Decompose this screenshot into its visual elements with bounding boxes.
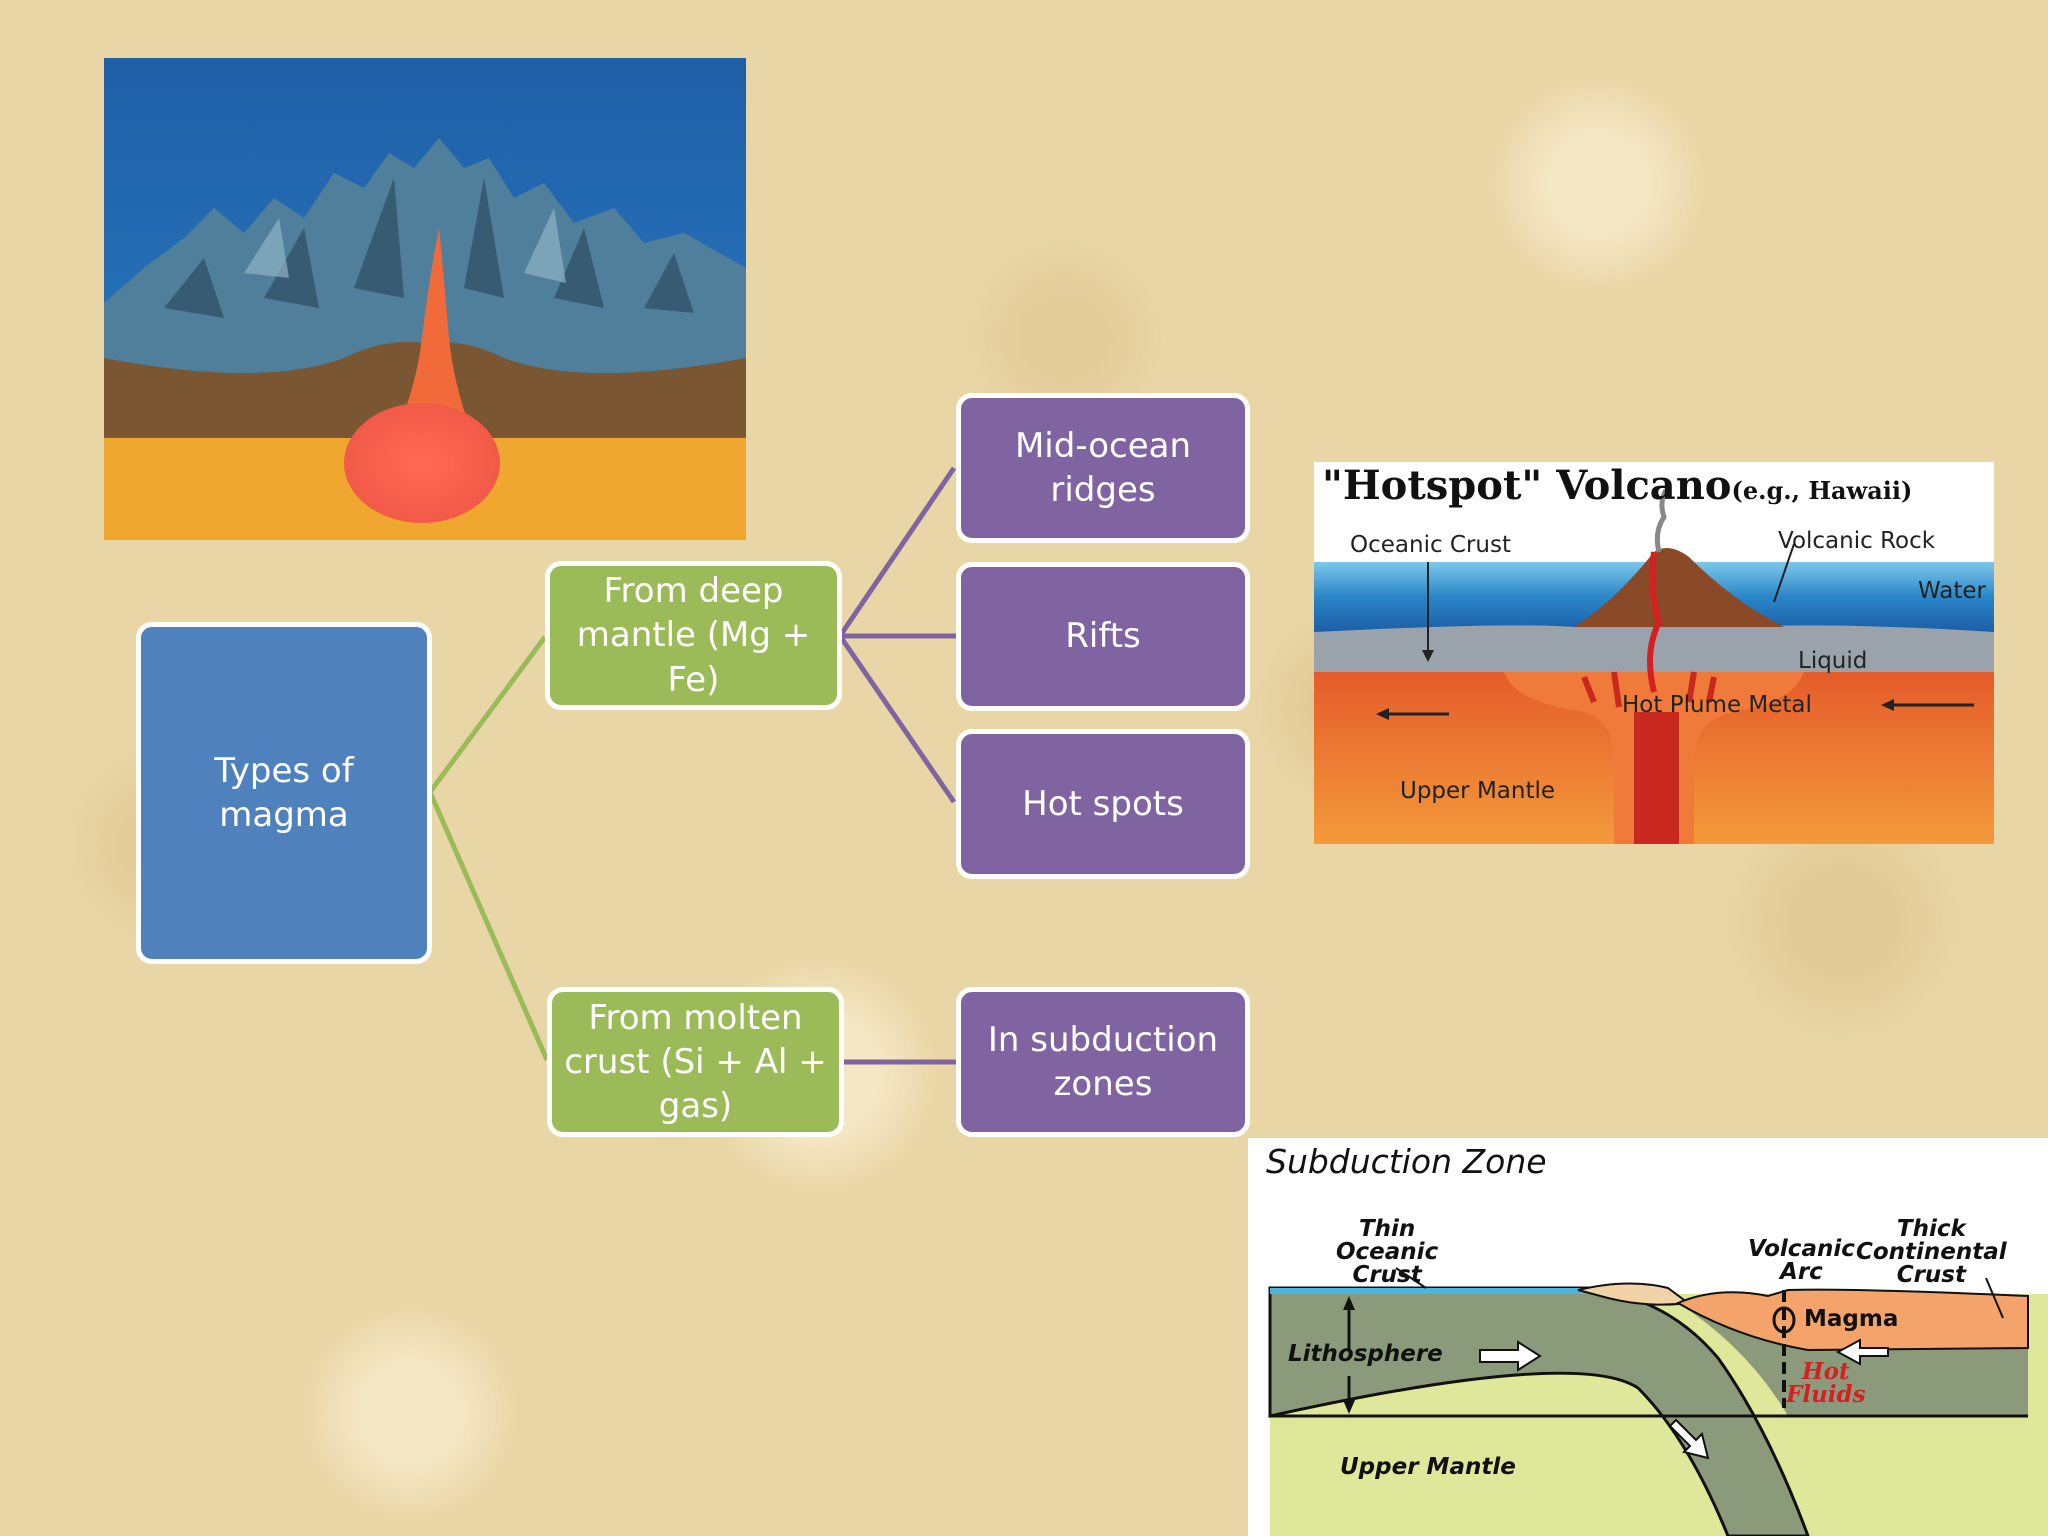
branch-node-label: From molten crust (Si + Al + gas) <box>564 997 827 1127</box>
hotspot-title: "Hotspot" Volcano(e.g., Hawaii) <box>1322 462 1912 509</box>
leaf-node-rifts: Rifts <box>956 562 1250 711</box>
branch-node-molten-crust: From molten crust (Si + Al + gas) <box>547 987 844 1137</box>
leaf-node-subduction-zones: In subduction zones <box>956 987 1250 1137</box>
subduction-label-upper-mantle: Upper Mantle <box>1340 1454 1516 1480</box>
subduction-label-volcanic-arc: Volcanic Arc <box>1748 1238 1855 1284</box>
subduction-label-lithosphere: Lithosphere <box>1288 1341 1443 1367</box>
subduction-label-thin-oceanic-crust: Thin Oceanic Crust <box>1336 1218 1438 1287</box>
leaf-node-label: Rifts <box>1065 616 1141 657</box>
hotspot-label-volcanic-rock: Volcanic Rock <box>1778 528 1936 554</box>
leaf-node-label: In subduction zones <box>987 1019 1219 1104</box>
label-text: Volcanic Arc <box>1748 1236 1855 1285</box>
hotspot-label-oceanic-crust: Oceanic Crust <box>1350 532 1512 558</box>
label-text: Thin Oceanic Crust <box>1336 1216 1439 1288</box>
branch-node-deep-mantle: From deep mantle (Mg + Fe) <box>545 561 842 710</box>
subduction-zone-image: Subduction Zone Thin Oceanic Crust Volca… <box>1248 1138 2048 1536</box>
hotspot-title-text: "Hotspot" Volcano <box>1322 462 1732 509</box>
subduction-title: Subduction Zone <box>1266 1142 1547 1181</box>
hotspot-label-liquid: Liquid <box>1798 648 1868 674</box>
hotspot-title-suffix: (e.g., Hawaii) <box>1731 476 1913 505</box>
mid-ocean-ridge-image <box>104 58 746 540</box>
label-text: Thick Continental Crust <box>1856 1216 2007 1288</box>
subduction-label-thick-continental-crust: Thick Continental Crust <box>1856 1218 2007 1287</box>
leaf-node-label: Hot spots <box>1022 783 1184 824</box>
hotspot-label-hot-plume: Hot Plume Metal <box>1622 692 1812 718</box>
purple-connectors <box>837 466 958 1065</box>
label-text: Hot Fluids <box>1786 1358 1866 1408</box>
hotspot-volcano-drawing <box>1314 488 1994 844</box>
leaf-node-mid-ocean-ridges: Mid-ocean ridges <box>956 393 1250 543</box>
root-node-label: Types of magma <box>214 750 354 835</box>
hotspot-volcano-image: "Hotspot" Volcano(e.g., Hawaii) Oceanic … <box>1314 462 1994 844</box>
hotspot-label-upper-mantle: Upper Mantle <box>1400 778 1556 804</box>
green-connectors <box>427 635 550 1062</box>
subduction-zone-drawing <box>1268 1267 2048 1536</box>
subduction-label-hot-fluids: Hot Fluids <box>1786 1360 1866 1406</box>
subduction-label-magma: Magma <box>1804 1306 1899 1332</box>
leaf-node-hot-spots: Hot spots <box>956 729 1250 879</box>
branch-node-label: From deep mantle (Mg + Fe) <box>576 571 811 700</box>
leaf-node-label: Mid-ocean ridges <box>1014 425 1192 510</box>
hotspot-label-water: Water <box>1918 578 1986 604</box>
root-node-types-of-magma: Types of magma <box>136 622 432 964</box>
